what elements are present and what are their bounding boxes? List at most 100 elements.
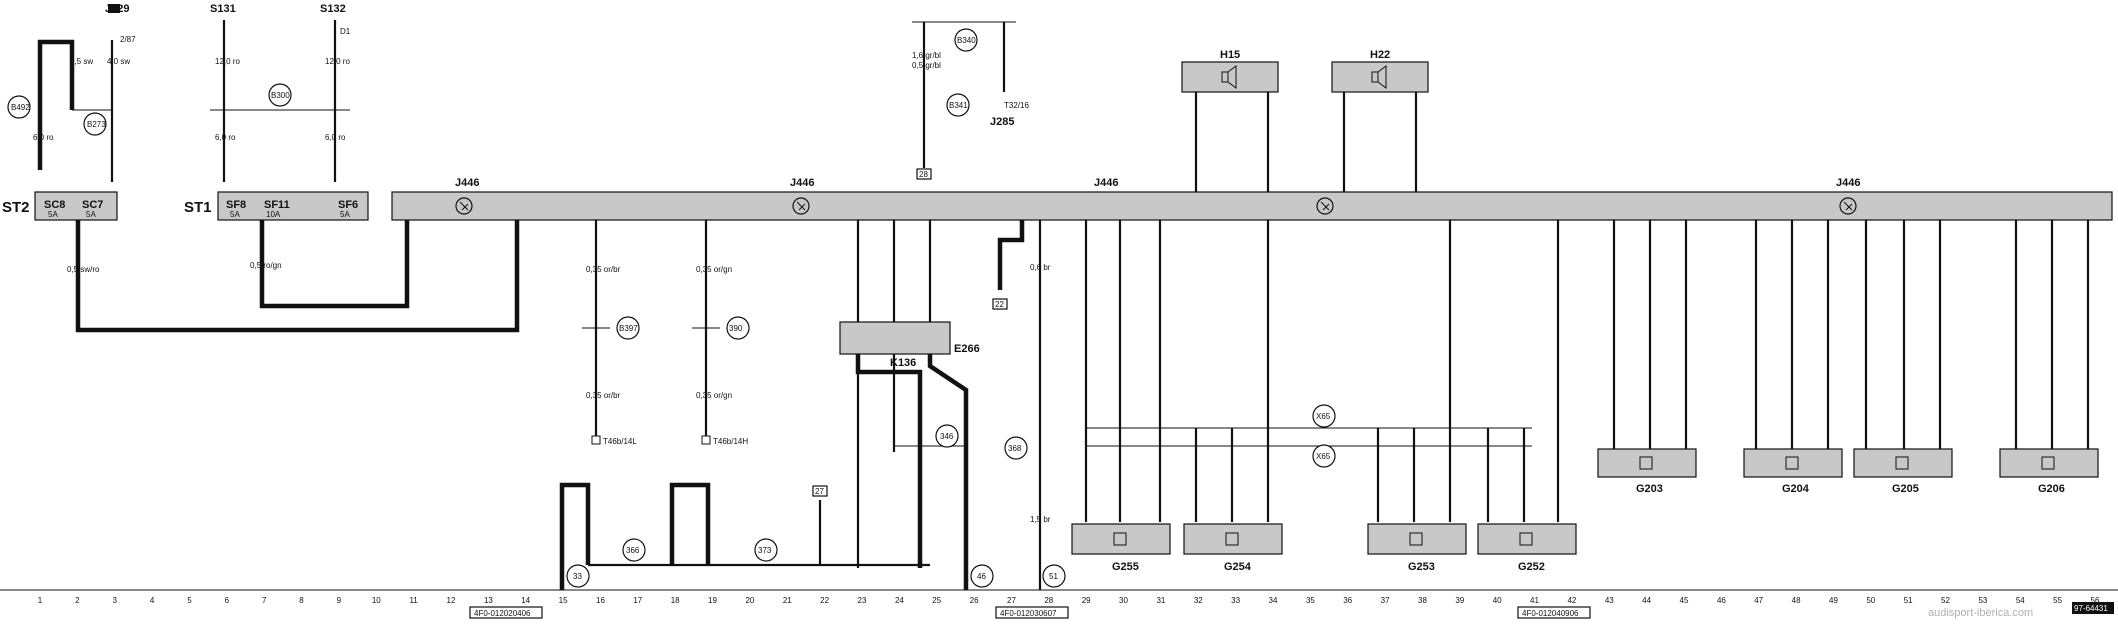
axis-number: 11 bbox=[409, 596, 418, 605]
j446-label-1: J446 bbox=[455, 177, 479, 189]
axis-number: 38 bbox=[1418, 596, 1427, 605]
sensor-box bbox=[1853, 448, 1953, 478]
ref-b273 bbox=[83, 112, 107, 136]
sensor-label: G206 bbox=[2038, 483, 2065, 495]
axis-number: 50 bbox=[1866, 596, 1875, 605]
h15-box bbox=[1181, 61, 1279, 93]
code-2: 4F0-012030607 bbox=[1000, 609, 1057, 618]
wire-label-05rogn: 0,5 ro/gn bbox=[250, 261, 282, 270]
axis-number: 10 bbox=[372, 596, 381, 605]
t46b-14h-label: T46b/14H bbox=[713, 437, 748, 446]
sensor-label: G203 bbox=[1636, 483, 1663, 495]
axis-number: 13 bbox=[484, 596, 493, 605]
axis-number: 48 bbox=[1792, 596, 1801, 605]
axis-number: 18 bbox=[671, 596, 680, 605]
axis-number: 35 bbox=[1306, 596, 1315, 605]
axis-number: 5 bbox=[187, 596, 192, 605]
sc7-label: SC7 bbox=[82, 199, 103, 211]
sf8-rating: 5A bbox=[230, 210, 240, 219]
ref-b397-text: 390 bbox=[729, 324, 743, 333]
wire-label-60ro-c: 6,0 ro bbox=[325, 133, 346, 142]
code-1: 4F0-012020406 bbox=[474, 609, 531, 618]
ref-366-text: 366 bbox=[626, 546, 640, 555]
sensor-boxes-right: G203 G204 G205 G206 bbox=[1597, 220, 2099, 495]
ref-51-text: 51 bbox=[1049, 572, 1058, 581]
axis-number: 43 bbox=[1605, 596, 1614, 605]
ground-symbol-icon bbox=[1839, 197, 1857, 215]
sensor-icon bbox=[1409, 532, 1423, 546]
speaker-icon bbox=[1371, 65, 1387, 89]
sensor-box bbox=[1477, 523, 1577, 555]
axis-number: 31 bbox=[1156, 596, 1165, 605]
j285-label: J285 bbox=[990, 116, 1014, 128]
sensor-label: G252 bbox=[1518, 561, 1545, 573]
sensor-box bbox=[1183, 523, 1283, 555]
ref-373 bbox=[754, 538, 778, 562]
st2-fuse-box bbox=[34, 191, 118, 221]
axis-number: 17 bbox=[633, 596, 642, 605]
e266-label: E266 bbox=[954, 343, 980, 355]
sc7-rating: 5A bbox=[86, 210, 96, 219]
axis-number: 2 bbox=[75, 596, 80, 605]
wire-label-05grbl: 0,5 gr/bl bbox=[912, 61, 941, 70]
sensor-icon bbox=[1785, 456, 1799, 470]
axis-number: 56 bbox=[2091, 596, 2100, 605]
axis-number: 14 bbox=[521, 596, 530, 605]
axis-number: 16 bbox=[596, 596, 605, 605]
axis-number: 25 bbox=[932, 596, 941, 605]
s132-pin: D1 bbox=[340, 27, 351, 36]
sensor-box bbox=[1743, 448, 1843, 478]
axis-number: 32 bbox=[1194, 596, 1203, 605]
sensor-label: G204 bbox=[1782, 483, 1810, 495]
sensor-icon bbox=[1895, 456, 1909, 470]
ref-b300 bbox=[268, 83, 292, 107]
ref-box-22 bbox=[992, 298, 1008, 310]
axis-number: 23 bbox=[858, 596, 867, 605]
axis-number: 51 bbox=[1904, 596, 1913, 605]
ref-346 bbox=[1312, 404, 1336, 428]
axis-number: 21 bbox=[783, 596, 792, 605]
wire-label-05swro: 0,5 sw/ro bbox=[67, 265, 100, 274]
sensor-wiring-group bbox=[1084, 220, 1560, 522]
axis-number: 8 bbox=[299, 596, 304, 605]
s131-label: S131 bbox=[210, 3, 236, 15]
code-box-1 bbox=[469, 606, 543, 619]
ref-b341 bbox=[946, 93, 970, 117]
ref-box-27 bbox=[812, 485, 828, 497]
watermark: audisport-iberica.com bbox=[1928, 607, 2033, 619]
ref-b397 bbox=[726, 316, 750, 340]
ref-b300-text: B300 bbox=[271, 91, 290, 100]
axis-number: 37 bbox=[1381, 596, 1390, 605]
wire-label-16grbl: 1,6 gr/bl bbox=[912, 51, 941, 60]
j446-label-2: J446 bbox=[790, 177, 814, 189]
wire-rogn bbox=[259, 220, 410, 309]
ground-symbol-icon bbox=[1316, 197, 1334, 215]
axis-number: 1 bbox=[38, 596, 43, 605]
h22-label: H22 bbox=[1370, 49, 1390, 61]
j446-label-3: J446 bbox=[1094, 177, 1118, 189]
axis-number: 29 bbox=[1082, 596, 1091, 605]
wire-label-orgn-b: 0,35 or/gn bbox=[696, 391, 732, 400]
j446-control-unit-bar bbox=[391, 191, 2113, 221]
axis-number: 52 bbox=[1941, 596, 1950, 605]
sensor-label: G205 bbox=[1892, 483, 1919, 495]
ref-box-22-text: 22 bbox=[995, 300, 1004, 309]
wire-label-60ro-a: 6,0 ro bbox=[33, 133, 54, 142]
axis-number: 4 bbox=[150, 596, 155, 605]
sf8-label: SF8 bbox=[226, 199, 246, 211]
ref-box-27-text: 27 bbox=[815, 487, 824, 496]
axis-number: 41 bbox=[1530, 596, 1539, 605]
ref-366 bbox=[622, 538, 646, 562]
sensor-icon bbox=[1519, 532, 1533, 546]
axis-number: 26 bbox=[970, 596, 979, 605]
ref-b492-text: B492 bbox=[11, 103, 30, 112]
j329-pin-label: 2/87 bbox=[120, 35, 136, 44]
axis-number: 44 bbox=[1642, 596, 1651, 605]
axis-number: 22 bbox=[820, 596, 829, 605]
axis-number: 12 bbox=[447, 596, 456, 605]
axis-number: 27 bbox=[1007, 596, 1016, 605]
wire-label-orbr-a: 0,35 or/br bbox=[586, 265, 621, 274]
